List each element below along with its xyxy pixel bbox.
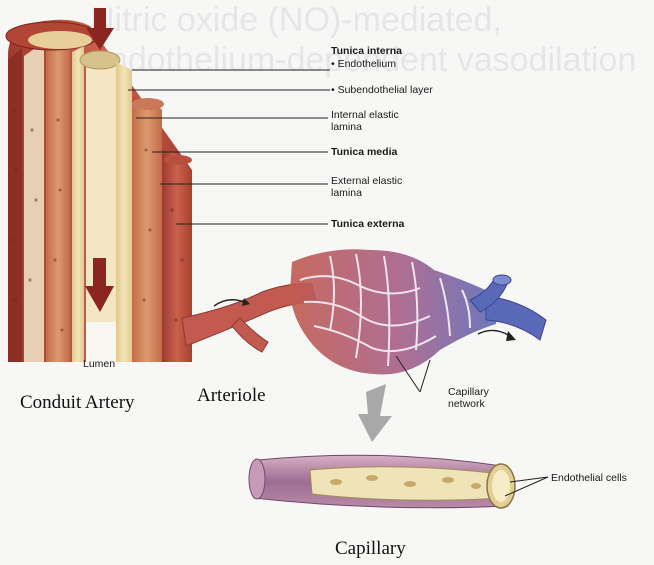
artery-externa-band-2: [24, 42, 44, 362]
artery-externa-rim: [164, 155, 192, 165]
artery-right-interna: [116, 62, 132, 362]
capillary-lumen: [492, 470, 510, 502]
artery-externa-band: [8, 48, 22, 362]
venule-tube: [486, 296, 546, 340]
label-capillary-network-2: network: [448, 398, 485, 410]
artery-top-rim-inner: [28, 31, 92, 49]
capillary-leader-2: [420, 360, 430, 392]
label-internal-elastic-lamina-2: lamina: [331, 121, 362, 133]
capillary-left-end: [249, 459, 265, 499]
venule-opening: [493, 275, 511, 285]
label-tunica-interna: Tunica interna: [331, 45, 402, 57]
capillary-network: [290, 249, 498, 374]
zoom-arrow: [358, 384, 392, 442]
label-tunica-externa: Tunica externa: [331, 218, 404, 230]
artery-lumen: [86, 58, 116, 362]
label-internal-elastic-lamina-1: Internal elastic: [331, 109, 399, 121]
artery-media-wall: [46, 38, 70, 362]
label-endothelium: • Endothelium: [331, 58, 396, 70]
label-external-elastic-lamina-2: lamina: [331, 187, 362, 199]
flow-arrow-right-head: [506, 331, 516, 341]
artery-right-media: [132, 100, 162, 362]
label-capillary-network-1: Capillary: [448, 386, 489, 398]
label-subendothelial-layer: • Subendothelial layer: [331, 84, 433, 96]
label-external-elastic-lamina-1: External elastic: [331, 175, 402, 187]
caption-capillary: Capillary: [335, 538, 406, 560]
caption-arteriole: Arteriole: [197, 385, 266, 407]
label-endothelial-cells: Endothelial cells: [551, 472, 627, 484]
arteriole-side-branch: [232, 318, 268, 352]
artery-media-rim: [132, 98, 164, 110]
artery-interna-wall: [72, 46, 84, 362]
artery-lumen-opening: [80, 51, 120, 69]
lumen-label-bg: [86, 322, 116, 362]
label-tunica-media: Tunica media: [331, 146, 397, 158]
caption-conduit-artery: Conduit Artery: [20, 392, 135, 414]
flow-arrow-right: [478, 330, 510, 336]
label-lumen: Lumen: [83, 358, 115, 370]
